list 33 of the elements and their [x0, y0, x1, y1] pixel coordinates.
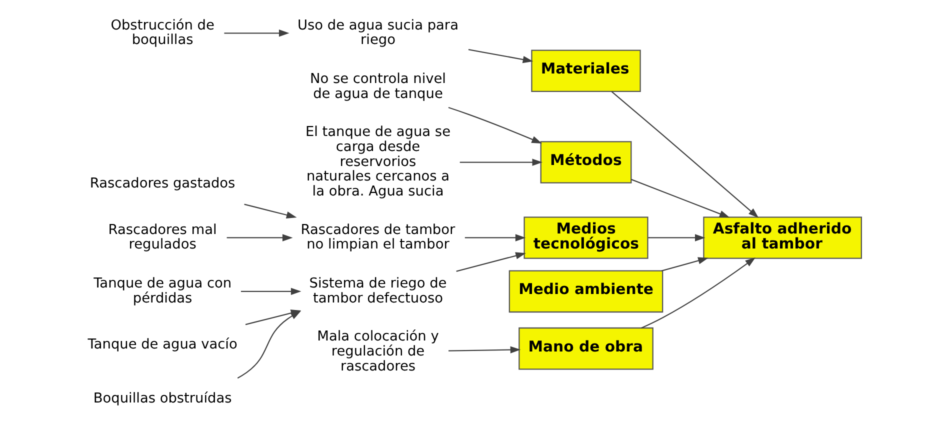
arrow — [448, 106, 542, 144]
node-text: No se controla nivel de agua de tanque — [309, 70, 446, 102]
arrow — [661, 257, 708, 272]
node-text: El tanque de agua se carga desde reservorios naturales cercanos a la obra. Agua sucia — [304, 124, 450, 200]
arrow — [224, 30, 289, 37]
node-text: Rascadores gastados — [89, 176, 235, 192]
node-box: Mano de obra — [518, 327, 653, 370]
arrow — [468, 48, 533, 64]
node-box: Medios tecnológicos — [523, 216, 648, 259]
node-text: Boquillas obstruídas — [92, 390, 232, 406]
node-text: Rascadores mal regulados — [108, 222, 216, 253]
arrow — [226, 234, 292, 242]
node-box: Asfalto adherido al tambor — [702, 216, 862, 259]
node-text: Rascadores de tambor no limpian el tambor — [300, 222, 455, 253]
node-text: Tanque de agua con pérdidas — [93, 276, 232, 306]
arrow — [648, 234, 705, 242]
arrow — [630, 178, 730, 218]
node-text: Obstrucción de boquillas — [110, 17, 214, 48]
node-box: Materiales — [530, 50, 640, 92]
arrow — [448, 346, 520, 354]
arrow — [610, 91, 758, 218]
arrow — [240, 288, 301, 296]
arrow — [456, 252, 526, 272]
arrow — [244, 204, 296, 219]
arrow — [464, 234, 526, 242]
node-box: Medio ambiente — [508, 270, 663, 313]
node-text: Uso de agua sucia para riego — [297, 17, 458, 48]
arrow — [640, 257, 755, 328]
node-text: Sistema de riego de tambor defectuoso — [308, 276, 446, 306]
arrow — [459, 158, 542, 166]
node-text: Mala colocación y regulación de rascadores — [316, 328, 438, 374]
node-text: Tanque de agua vacío — [87, 336, 237, 353]
node-box: Métodos — [540, 141, 632, 184]
